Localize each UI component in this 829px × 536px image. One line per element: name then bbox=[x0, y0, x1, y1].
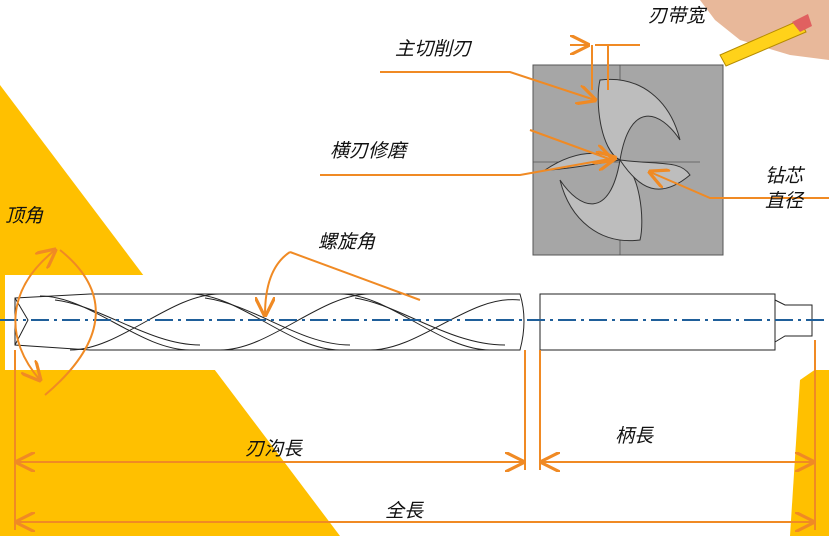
drill-shank bbox=[539, 293, 776, 351]
label-overall-length: 全長 bbox=[385, 500, 424, 522]
label-flute-length: 刃沟長 bbox=[245, 438, 303, 460]
leader-lines bbox=[14, 45, 829, 396]
hand-with-pencil-icon bbox=[700, 0, 829, 67]
label-helix-angle: 螺旋角 bbox=[318, 231, 376, 253]
label-web-thinning: 横刃修磨 bbox=[330, 140, 409, 162]
label-web-diameter-1: 钻芯 bbox=[765, 165, 806, 187]
label-main-cutting-edge: 主切削刃 bbox=[395, 38, 473, 60]
drill-body bbox=[0, 293, 829, 351]
yellow-right-accent bbox=[790, 360, 829, 536]
dimension-lines bbox=[14, 340, 816, 530]
drill-flutes bbox=[39, 293, 521, 351]
label-point-angle: 顶角 bbox=[5, 205, 44, 227]
label-web-diameter-2: 直径 bbox=[765, 190, 805, 212]
label-margin-width: 刃带宽 bbox=[648, 5, 708, 27]
label-shank-length: 柄長 bbox=[615, 425, 654, 447]
cross-section bbox=[532, 64, 724, 256]
drill-band bbox=[5, 275, 829, 370]
